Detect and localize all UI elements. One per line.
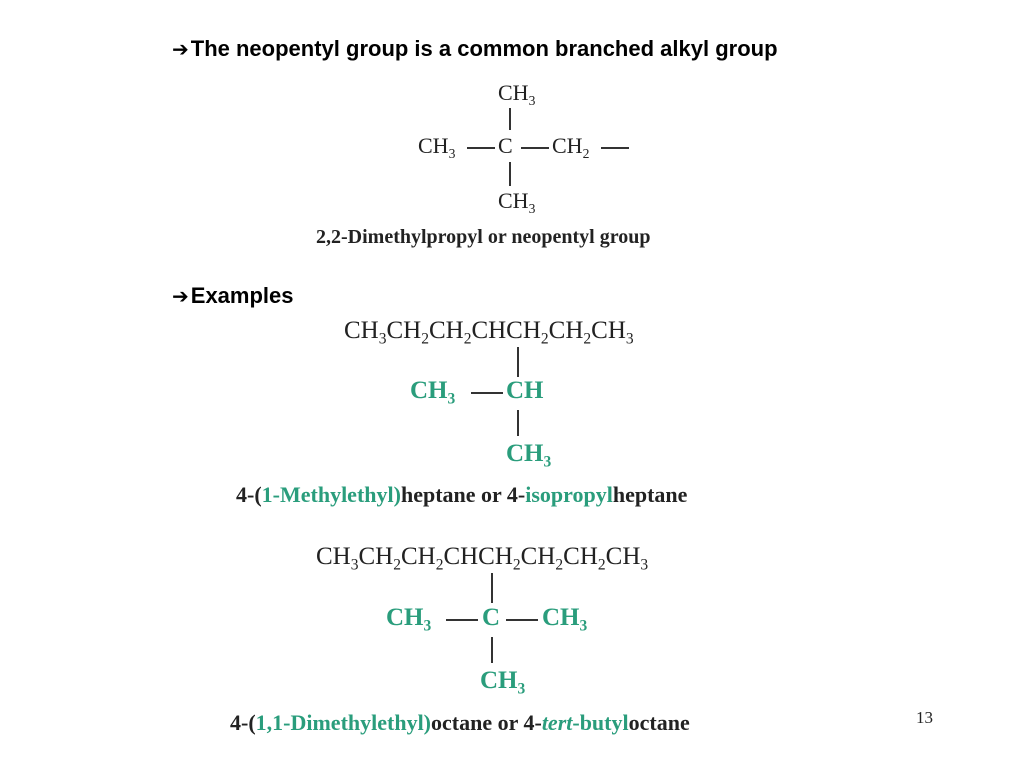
chain-subscript: 2 xyxy=(597,556,606,574)
branch-right: CH3 xyxy=(542,604,588,635)
bond-vertical xyxy=(509,108,511,130)
chain-group: CH xyxy=(591,317,626,344)
bond-horizontal xyxy=(506,619,538,621)
chain-group: CH xyxy=(605,543,641,570)
bullet-text: The neopentyl group is a common branched… xyxy=(190,36,778,61)
chain-group: CH xyxy=(563,543,598,570)
bond-open xyxy=(601,147,629,149)
arrow-icon: ➔ xyxy=(172,284,189,308)
chain-group: CHCH xyxy=(443,543,513,570)
bond-vertical xyxy=(517,347,519,377)
main-chain: CH3CH2CH2CHCH2CH2CH2CH3 xyxy=(316,543,649,574)
chain-subscript: 2 xyxy=(435,556,444,574)
bond-vertical xyxy=(491,573,493,603)
chain-group: CHCH xyxy=(471,317,541,344)
chain-subscript: 2 xyxy=(463,330,472,348)
neopentyl-top: CH3 xyxy=(498,80,536,108)
neopentyl-right: CH2 xyxy=(552,133,590,161)
chain-subscript: 2 xyxy=(555,556,564,574)
chain-group: CH xyxy=(386,317,422,344)
neopentyl-center: C xyxy=(498,133,513,158)
chain-group: CH xyxy=(400,543,436,570)
bullet-text: Examples xyxy=(190,283,294,308)
chain-group: CH xyxy=(316,543,351,570)
branch-center: C xyxy=(482,604,501,631)
bond-horizontal xyxy=(446,619,478,621)
chain-group: CH xyxy=(358,543,394,570)
neopentyl-left: CH3 xyxy=(418,133,456,161)
chain-subscript: 3 xyxy=(350,556,359,574)
branch-bottom: CH3 xyxy=(480,667,526,698)
bond-horizontal xyxy=(521,147,549,149)
branch-bottom: CH3 xyxy=(506,440,552,471)
neopentyl-caption: 2,2-Dimethylpropyl or neopentyl group xyxy=(316,226,651,248)
bond-vertical xyxy=(517,410,519,436)
bond-vertical xyxy=(491,637,493,663)
example-2-caption: 4-(1,1-Dimethylethyl)octane or 4-tert-bu… xyxy=(230,710,690,735)
chain-group: CH xyxy=(428,317,464,344)
branch-left: CH3 xyxy=(386,604,432,635)
chain-subscript: 2 xyxy=(540,330,549,348)
chain-subscript: 3 xyxy=(625,330,634,348)
chain-subscript: 2 xyxy=(393,556,401,574)
bond-horizontal xyxy=(471,392,503,394)
bullet-examples: ➔Examples xyxy=(172,283,294,309)
chain-subscript: 2 xyxy=(421,330,429,348)
neopentyl-bottom: CH3 xyxy=(498,188,536,216)
chain-subscript: 2 xyxy=(512,556,521,574)
main-chain: CH3CH2CH2CHCH2CH2CH3 xyxy=(344,317,634,348)
bond-horizontal xyxy=(467,147,495,149)
chain-group: CH xyxy=(520,543,556,570)
chain-subscript: 2 xyxy=(583,330,592,348)
branch-center: CH xyxy=(506,377,544,404)
chain-group: CH xyxy=(548,317,584,344)
arrow-icon: ➔ xyxy=(172,37,189,61)
chain-group: CH xyxy=(344,317,379,344)
example-1-caption: 4-(1-Methylethyl)heptane or 4-isopropylh… xyxy=(236,482,688,507)
bullet-neopentyl: ➔The neopentyl group is a common branche… xyxy=(172,36,778,62)
chain-subscript: 3 xyxy=(640,556,649,574)
branch-left: CH3 xyxy=(410,377,456,408)
chain-subscript: 3 xyxy=(378,330,387,348)
bond-vertical xyxy=(509,162,511,186)
page-number: 13 xyxy=(916,708,933,727)
